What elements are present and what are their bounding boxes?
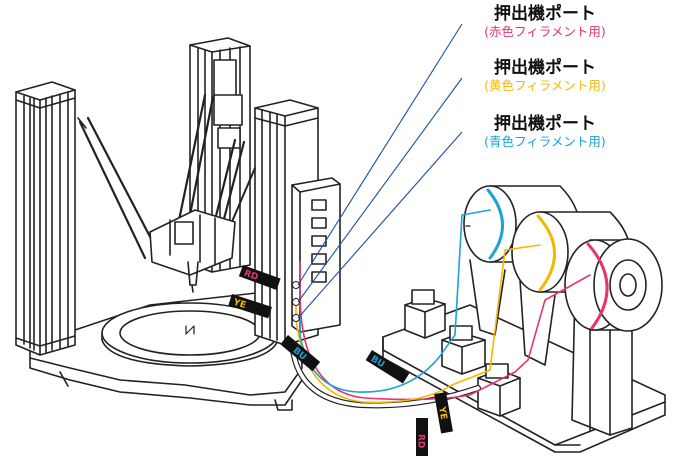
port-marker-red [292,281,300,289]
build-plate [101,302,279,367]
spool-band-red [586,242,609,330]
callout-blue-port: 押出機ポート (青色フィラメント用) [455,114,635,150]
spool-band-blue [486,188,504,260]
spools [463,185,663,332]
callout-title: 押出機ポート [494,114,596,134]
feeder-unit-3 [477,363,521,417]
port-marker-yellow [292,298,300,306]
leader-line-blue [297,131,463,319]
delta-arms [77,93,256,260]
spool-band-yellow [536,214,556,292]
tag-label-rd-bottom: RD [416,434,426,448]
callout-subtitle: (青色フィラメント用) [484,134,606,149]
filament-path-red [299,261,591,401]
callout-title: 押出機ポート [494,4,596,24]
cable-tag-rd-bottom: RD [416,418,428,456]
leader-line-red [297,23,463,286]
leader-line-yellow [297,77,463,303]
tag-label-ye-bottom: YE [436,405,448,420]
callout-subtitle: (赤色フィラメント用) [484,24,606,39]
callout-yellow-port: 押出機ポート (黄色フィラメント用) [455,58,635,94]
tower-left [15,81,76,356]
cable-tag-rd-top: RD [238,265,281,290]
tag-label-ye-top: YE [231,297,247,311]
tag-label-rd-top: RD [242,269,259,283]
print-head [149,209,236,293]
callout-subtitle: (黄色フィラメント用) [484,78,606,93]
feeder-unit-1 [404,289,446,339]
callout-title: 押出機ポート [494,58,596,78]
cable-tag-ye-top: YE [228,294,272,319]
callout-red-port: 押出機ポート (赤色フィラメント用) [455,4,635,40]
port-marker-blue [292,314,300,322]
cable-tag-ye-bottom: YE [434,392,453,434]
